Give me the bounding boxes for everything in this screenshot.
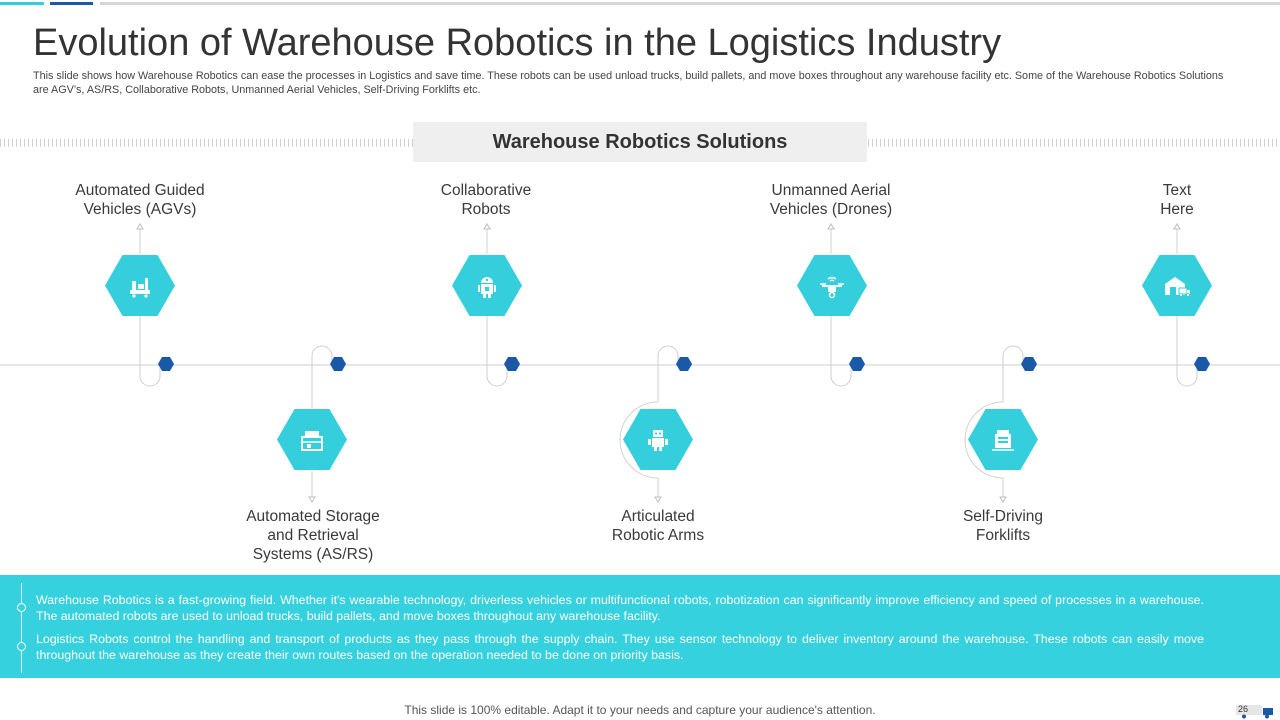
node-label-line: and Retrieval	[267, 527, 359, 544]
node-label-collaborative: Collaborative Robots	[396, 181, 576, 219]
robot-arm-icon	[648, 429, 668, 451]
forklift-icon	[992, 429, 1014, 451]
node-label-line: Vehicles (AGVs)	[83, 201, 197, 218]
agv-icon	[130, 277, 150, 298]
node-label-line: Robots	[461, 201, 511, 218]
node-label-line: Text	[1162, 182, 1192, 199]
footer-note: This slide is 100% editable. Adapt it to…	[404, 703, 876, 717]
info-paragraph-1: Warehouse Robotics is a fast-growing fie…	[36, 593, 1204, 623]
warehouse-truck-icon	[1165, 276, 1190, 297]
node-label-line: Vehicles (Drones)	[769, 201, 893, 218]
top-accent-bar-blue	[50, 2, 93, 5]
truck-logo-icon	[1236, 705, 1273, 719]
storage-box-icon	[301, 430, 323, 451]
node-label-robotic-arms: Articulated Robotic Arms	[568, 507, 748, 545]
robot-icon	[478, 276, 496, 298]
node-label-line: Robotic Arms	[611, 527, 705, 544]
node-label-forklifts: Self-Driving Forklifts	[913, 507, 1093, 545]
node-label-text-here: Text Here	[1087, 181, 1267, 219]
info-band-rule	[21, 583, 22, 673]
node-label-line: Forklifts	[975, 527, 1031, 544]
node-label-agv: Automated Guided Vehicles (AGVs)	[50, 181, 230, 219]
node-label-line: Collaborative	[440, 182, 532, 199]
top-accent-bar-cyan	[0, 2, 44, 5]
slide-title: Evolution of Warehouse Robotics in the L…	[33, 22, 1002, 64]
node-label-line: Automated Guided	[75, 182, 205, 199]
node-label-line: Automated Storage	[246, 508, 380, 525]
info-paragraph-2: Logistics Robots control the handling an…	[36, 632, 1204, 662]
arrow-heads	[136, 223, 1181, 503]
node-label-line: Unmanned Aerial	[771, 182, 891, 199]
page-number: 26	[1238, 704, 1249, 714]
info-band-bullet	[17, 603, 26, 612]
connectors	[139, 228, 1198, 497]
slide-description: This slide shows how Warehouse Robotics …	[33, 70, 1224, 96]
timeline-dots	[158, 357, 1210, 371]
info-band	[0, 575, 1280, 678]
hex-drones	[797, 255, 867, 316]
drone-icon	[820, 276, 844, 298]
node-label-line: Here	[1160, 201, 1194, 218]
top-accent-bar-gray	[100, 2, 1280, 5]
section-header: Warehouse Robotics Solutions	[413, 122, 867, 162]
node-label-line: Systems (AS/RS)	[252, 546, 374, 563]
node-label-drones: Unmanned Aerial Vehicles (Drones)	[741, 181, 921, 219]
node-label-line: Articulated	[621, 508, 695, 525]
hex-robotic-arms	[623, 409, 693, 470]
node-label-asrs: Automated Storage and Retrieval Systems …	[223, 507, 403, 564]
info-band-bullet	[17, 642, 26, 651]
node-label-line: Self-Driving	[962, 508, 1044, 525]
